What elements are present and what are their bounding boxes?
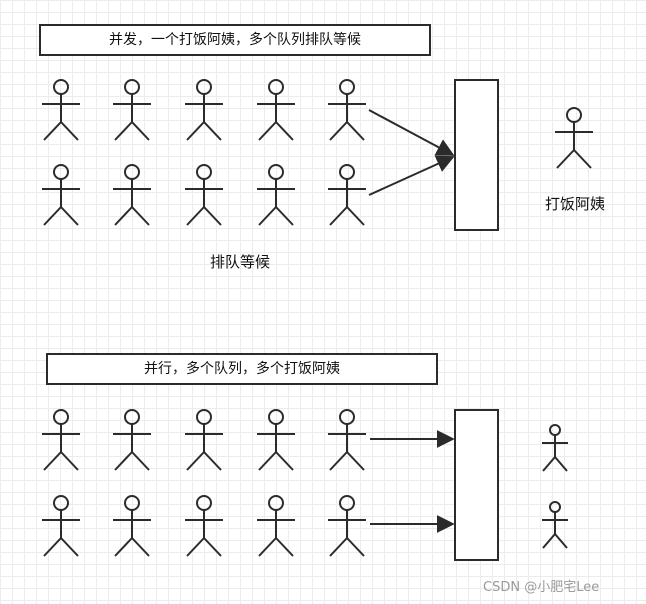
- bottom-queue-row-2: [41, 495, 367, 557]
- parallelism-title-box: 并行，多个队列，多个打饭阿姨: [46, 353, 438, 385]
- person-icon: [184, 409, 224, 471]
- person-icon: [327, 495, 367, 557]
- person-icon: [184, 79, 224, 141]
- person-icon: [112, 164, 152, 226]
- server-person-icon: [541, 424, 569, 472]
- queue-waiting-label: 排队等候: [210, 253, 271, 271]
- server-staff-label: 打饭阿姨: [545, 195, 606, 213]
- bottom-serving-counter: [454, 409, 499, 561]
- person-icon: [112, 409, 152, 471]
- top-arrow-2: [368, 155, 455, 196]
- bottom-queue-row-1: [41, 409, 367, 471]
- person-icon: [256, 409, 296, 471]
- person-icon: [184, 495, 224, 557]
- person-icon: [327, 79, 367, 141]
- concurrency-title-box: 并发，一个打饭阿姨，多个队列排队等候: [39, 24, 431, 56]
- top-queue-row-1: [41, 79, 367, 141]
- person-icon: [41, 495, 81, 557]
- person-icon: [327, 409, 367, 471]
- top-arrow-1: [368, 109, 455, 156]
- person-icon: [41, 164, 81, 226]
- person-icon: [256, 79, 296, 141]
- top-queue-row-2: [41, 164, 367, 226]
- top-serving-counter: [454, 79, 499, 231]
- person-icon: [184, 164, 224, 226]
- server-person-icon: [541, 501, 569, 549]
- csdn-watermark: CSDN @小肥宅Lee: [483, 580, 600, 595]
- server-person-icon: [554, 107, 594, 169]
- person-icon: [41, 409, 81, 471]
- person-icon: [112, 79, 152, 141]
- person-icon: [327, 164, 367, 226]
- person-icon: [112, 495, 152, 557]
- person-icon: [256, 164, 296, 226]
- person-icon: [256, 495, 296, 557]
- person-icon: [41, 79, 81, 141]
